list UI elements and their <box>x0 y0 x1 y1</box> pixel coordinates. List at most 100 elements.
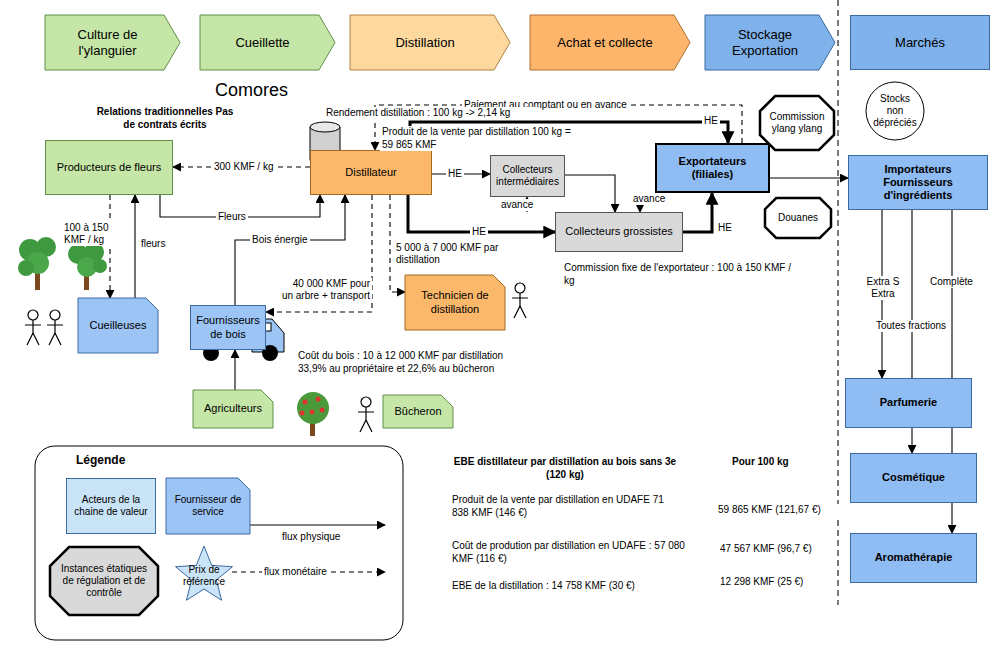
actor-box: Distillateur <box>310 150 432 195</box>
legend-swatch: Prix de référence <box>174 546 234 606</box>
actor-box: Producteurs de fleurs <box>45 140 173 195</box>
stock-circle: Stocks non dépréciés <box>866 82 924 140</box>
chevron-outline <box>530 15 690 70</box>
node-text-group: Collecteurs grossistes <box>565 225 673 238</box>
node-label: Exportateurs (filiales) <box>662 155 763 181</box>
octagon-outline <box>760 96 834 150</box>
chevron-outline <box>350 15 510 70</box>
legend-label: Prix de référence <box>176 564 232 588</box>
legend-text-group: Acteurs de la chaine de valeur <box>71 494 151 518</box>
market-box: Parfumerie <box>845 378 972 428</box>
chevron-outline <box>200 15 335 70</box>
stage-chevron: Culture de l'ylanguier <box>45 15 180 70</box>
document-outline <box>383 395 453 428</box>
node-label: Collecteurs grossistes <box>565 225 673 238</box>
legend-label: flux monétaire <box>262 566 329 578</box>
node-label: Aromathérapie <box>875 551 953 564</box>
diagram-title: Comores <box>213 80 290 101</box>
node-label: Commission ylang ylang <box>768 111 826 135</box>
edge-label: avance <box>499 199 535 211</box>
node-text-group: Achat et collecte <box>557 35 652 51</box>
node-label: Cueilleuses <box>90 319 147 332</box>
chevron-outline <box>705 15 835 70</box>
edge-label: Fleurs <box>216 211 248 223</box>
legend-label: Acteurs de la chaine de valeur <box>71 494 151 518</box>
node-label: Stocks non dépréciés <box>871 93 919 129</box>
edge-label: fleurs <box>139 238 167 250</box>
node-label: Cosmétique <box>882 471 945 484</box>
service-doc: Cueilleuses <box>78 298 158 353</box>
physical-flow-connector <box>134 195 135 298</box>
actor-box: Collecteurs intermédiaires <box>490 155 565 197</box>
legend-swatch: Instances étatiques de régulation et de … <box>50 547 158 615</box>
edge-label: 5 000 à 7 000 KMF par distillation <box>394 242 510 266</box>
actor-doc: Bûcheron <box>383 395 453 428</box>
note-label: Coût du bois : 10 à 12 000 KMF par disti… <box>296 350 525 375</box>
legend-label: flux physique <box>280 531 342 543</box>
node-label: Marchés <box>895 35 945 51</box>
note-label: EBE distillateur par distillation au boi… <box>448 456 682 481</box>
node-text-group: Aromathérapie <box>875 551 953 564</box>
physical-flow-connector <box>565 175 615 212</box>
actor-box: Collecteurs grossistes <box>555 212 683 252</box>
edge-label: 300 KMF / kg <box>212 161 275 173</box>
edge-label: avance <box>631 193 667 205</box>
note-label: Coût de prodution par distillation en UD… <box>450 540 694 565</box>
octagon-outline <box>50 547 158 615</box>
edge-label: Complète <box>928 276 975 288</box>
node-label: Fournisseurs de bois <box>196 314 260 340</box>
legend-physical-flow-line <box>250 525 385 526</box>
node-text-group: Parfumerie <box>880 396 937 409</box>
note-label: 47 567 KMF (96,7 €) <box>718 543 837 556</box>
node-text-group: Bûcheron <box>394 405 441 418</box>
note-label: Produit de la vente par distillation en … <box>450 494 684 519</box>
node-text-group: Producteurs de fleurs <box>57 161 162 174</box>
apple-tree <box>297 392 329 436</box>
actor-box: Exportateurs (filiales) <box>655 143 770 193</box>
node-label: Stockage Exportation <box>713 27 817 58</box>
note-label: Relations traditionnelles Pas de contrat… <box>88 106 242 131</box>
node-text-group: Distillation <box>395 35 454 51</box>
node-text-group: Importateurs Fournisseurs d'ingrédients <box>854 163 982 203</box>
node-text-group: Exportateurs (filiales) <box>662 155 763 181</box>
node-label: Technicien de distillation <box>410 289 500 315</box>
legend-label: Instances étatiques de régulation et de … <box>60 563 148 599</box>
node-text-group: Culture de l'ylanguier <box>53 27 162 58</box>
chevron-outline <box>45 15 180 70</box>
node-text-group: Cosmétique <box>882 471 945 484</box>
node-text-group: Cueillette <box>235 35 289 51</box>
physical-flow-connector <box>234 350 235 390</box>
people <box>25 283 528 432</box>
node-text-group: Fournisseurs de bois <box>196 314 260 340</box>
node-text-group: Distillateur <box>345 166 396 179</box>
actor-box: Importateurs Fournisseurs d'ingrédients <box>848 155 988 210</box>
legend-swatch: Fournisseur de service <box>166 478 250 534</box>
physical-flow-connector <box>770 177 848 178</box>
legend-text-group: Fournisseur de service <box>170 494 246 518</box>
market-box: Marchés <box>850 15 990 70</box>
node-text-group: Technicien de distillation <box>410 289 500 315</box>
note-label: Commission fixe de l'exportateur : 100 à… <box>562 262 796 287</box>
edge-label: Bois énergie <box>250 234 310 246</box>
edge-label: HE <box>470 226 488 238</box>
note-label: Pour 100 kg <box>730 456 824 469</box>
node-label: Achat et collecte <box>557 35 652 51</box>
stage-chevron: Cueillette <box>200 15 335 70</box>
circle-outline <box>866 82 924 140</box>
edge-label: Extra S Extra <box>864 276 902 300</box>
edge-label: 100 à 150 KMF / kg <box>62 222 126 246</box>
note-label: Produit de la vente par distillation 100… <box>380 126 584 151</box>
legend-text-group: Instances étatiques de régulation et de … <box>60 563 148 599</box>
document-outline <box>166 478 250 534</box>
node-label: Importateurs Fournisseurs d'ingrédients <box>854 163 982 203</box>
state-octagon: Douanes <box>765 198 831 238</box>
document-outline <box>193 390 273 428</box>
node-text-group: Collecteurs intermédiaires <box>496 164 559 188</box>
node-text-group: Stockage Exportation <box>713 27 817 58</box>
edge-label: HE <box>446 168 464 180</box>
physical-flow-connector <box>683 193 712 232</box>
octagon-outline <box>765 198 831 238</box>
node-text-group: Cueilleuses <box>90 319 147 332</box>
node-label: Collecteurs intermédiaires <box>496 164 559 188</box>
market-box: Aromathérapie <box>850 533 977 583</box>
